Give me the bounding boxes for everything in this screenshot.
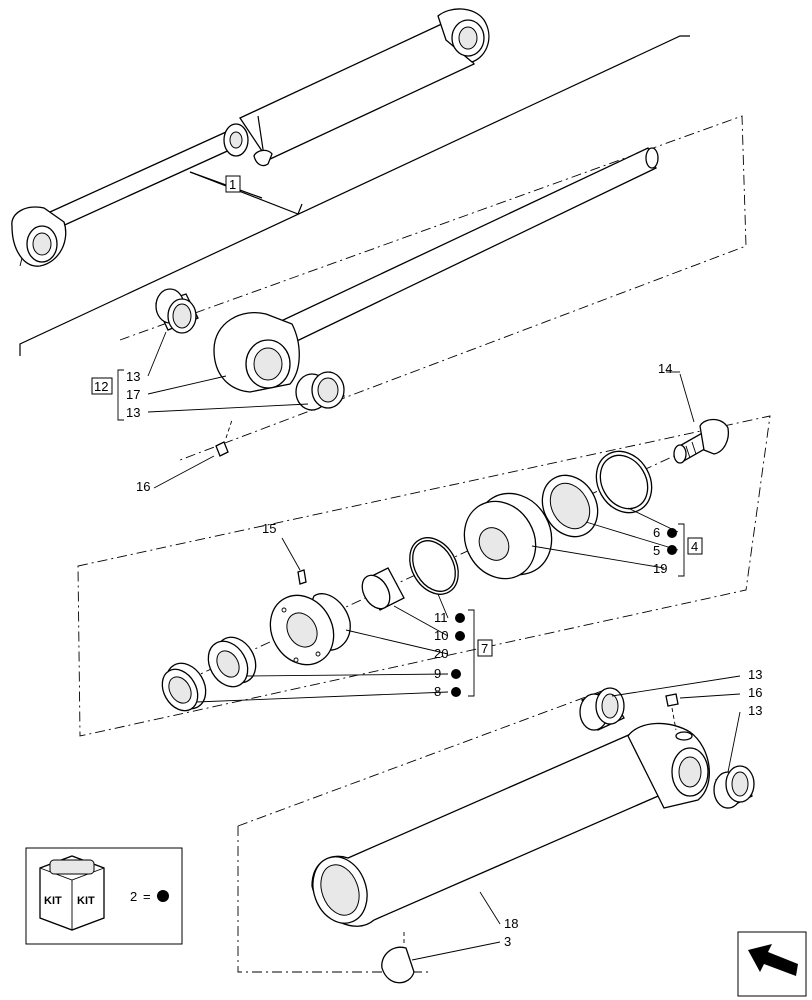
gland-20: [269, 593, 351, 666]
callout-1: 1: [229, 177, 236, 192]
kit-marker-6: [667, 528, 677, 538]
callout-3: 3: [504, 934, 511, 949]
callout-6: 6: [653, 525, 660, 540]
callout-box-12[interactable]: [91, 377, 113, 395]
bushing-13-upper: [155, 288, 199, 334]
kit-marker-11: [455, 613, 465, 623]
next-page-arrow-icon[interactable]: [737, 931, 807, 997]
kit-label-left: KIT: [44, 895, 62, 907]
kit-marker-8: [451, 687, 461, 697]
kit-marker-5: [667, 545, 677, 555]
kit-marker-10: [455, 631, 465, 641]
callout-9: 9: [434, 666, 441, 681]
piston-19: [463, 492, 553, 580]
callout-5: 5: [653, 543, 660, 558]
callout-19: 19: [653, 561, 667, 576]
callout-15: 15: [262, 521, 276, 536]
callout-13a: 13: [126, 369, 140, 384]
callout-box-4[interactable]: [687, 537, 703, 555]
callout-13d: 13: [748, 703, 762, 718]
callout-box-7[interactable]: [477, 639, 493, 657]
cylinder-assembly-overview: 1: [11, 8, 690, 356]
bushing-13-lower: [295, 371, 345, 411]
callout-11: 11: [434, 610, 448, 625]
callout-18: 18: [504, 916, 518, 931]
callout-box-1[interactable]: [225, 175, 241, 193]
filled-circle-icon: [157, 890, 169, 902]
callout-13c: 13: [748, 667, 762, 682]
callout-20: 20: [434, 646, 448, 661]
callout-7: 7: [481, 641, 488, 656]
callout-13b: 13: [126, 405, 140, 420]
rod-section: 12 13 17 13 16: [91, 115, 747, 494]
kit-marker-9: [451, 669, 461, 679]
callout-16b: 16: [748, 685, 762, 700]
callout-12: 12: [94, 379, 108, 394]
barrel-section: 13 16 13 18 3: [237, 667, 762, 984]
callout-4: 4: [691, 539, 698, 554]
piston-gland-section: 14 15: [77, 361, 771, 737]
callout-10: 10: [434, 628, 448, 643]
callout-14: 14: [658, 361, 672, 376]
callout-8: 8: [434, 684, 441, 699]
kit-label-right: KIT: [77, 895, 95, 907]
bolt-14: [666, 371, 730, 464]
legend-number: 2: [130, 889, 137, 904]
callout-16a: 16: [136, 479, 150, 494]
callout-17: 17: [126, 387, 140, 402]
legend-equals: =: [143, 889, 151, 904]
kit-legend: KIT KIT 2 =: [25, 847, 183, 945]
kit-box-icon: KIT KIT: [39, 855, 105, 931]
